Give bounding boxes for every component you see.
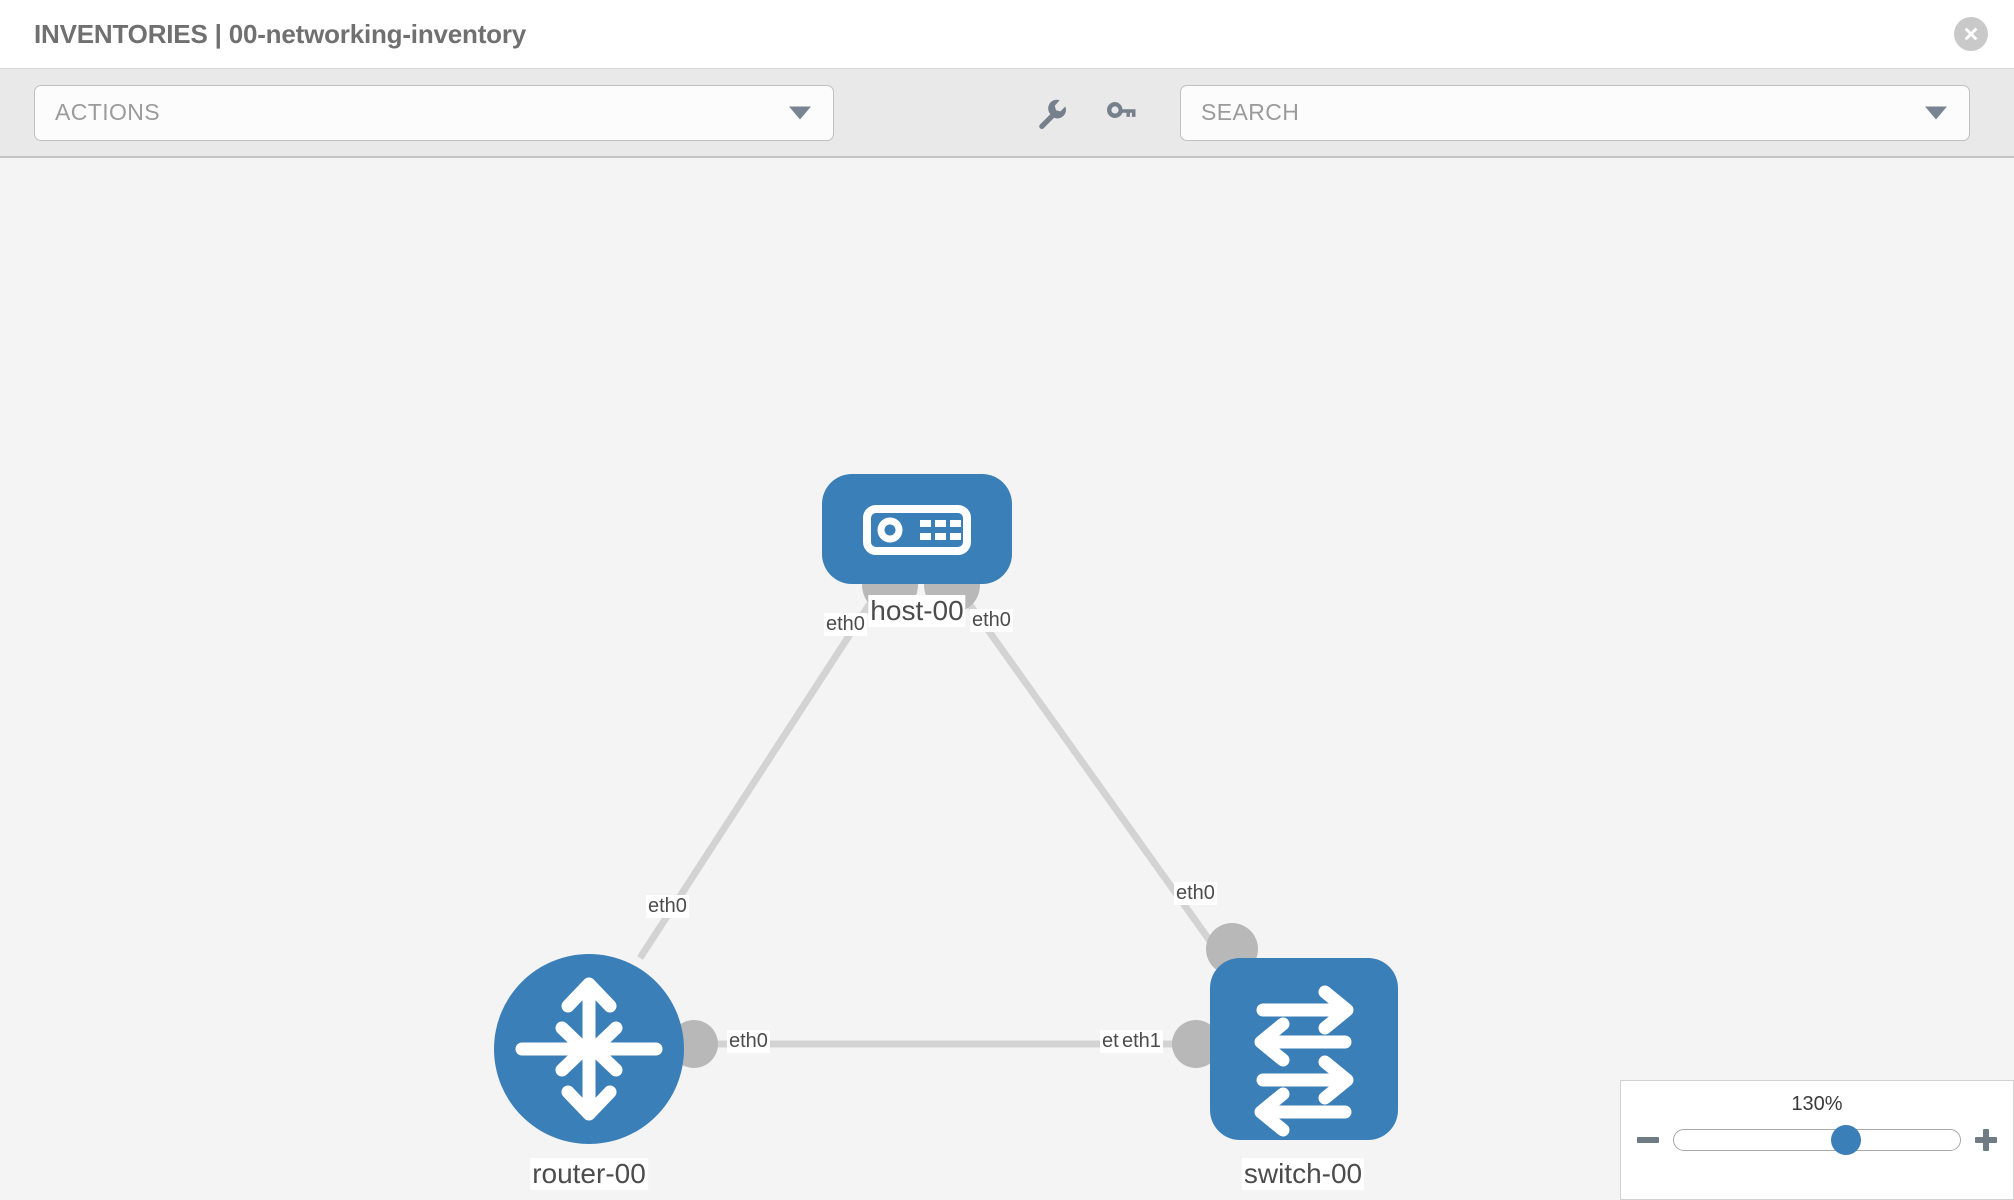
zoom-control-panel: 130%: [1620, 1080, 2014, 1200]
edge-label-host00-right: eth0: [970, 609, 1013, 632]
toolbar-icon-group: [1034, 96, 1138, 130]
key-icon[interactable]: [1104, 96, 1138, 130]
page-header: INVENTORIES | 00-networking-inventory: [0, 0, 2014, 69]
link-host00-switch00[interactable]: [955, 585, 1218, 951]
actions-dropdown[interactable]: ACTIONS: [34, 84, 834, 141]
close-icon: [1964, 27, 1978, 41]
server-icon: [863, 505, 971, 555]
close-button[interactable]: [1954, 17, 1988, 51]
topology-links: [637, 585, 1218, 1048]
zoom-in-button[interactable]: [1973, 1127, 1999, 1153]
search-field[interactable]: SEARCH: [1180, 84, 1970, 141]
search-placeholder: SEARCH: [1201, 99, 1300, 125]
node-label-switch-00: switch-00: [1241, 1158, 1365, 1191]
topology-node-switch-00[interactable]: [1210, 958, 1398, 1140]
zoom-out-button[interactable]: [1635, 1127, 1661, 1153]
stub-switch00-left[interactable]: [1172, 1020, 1220, 1068]
edge-label-switch00-eth1: eth1: [1120, 1030, 1163, 1053]
actions-dropdown-label: ACTIONS: [55, 99, 161, 125]
switch-arrows-icon: [1254, 985, 1354, 1137]
topology-node-host-00[interactable]: [822, 474, 1012, 584]
edge-label-router00-uplink: eth0: [646, 895, 689, 918]
router-arrows-icon: [515, 977, 663, 1121]
toolbar: ACTIONS SEARCH: [0, 69, 2014, 158]
page-title: INVENTORIES | 00-networking-inventory: [34, 18, 527, 49]
node-label-router-00: router-00: [530, 1158, 648, 1191]
zoom-percent-label: 130%: [1791, 1093, 1843, 1115]
zoom-slider-thumb[interactable]: [1830, 1125, 1861, 1155]
topology-node-router-00[interactable]: [494, 954, 684, 1144]
topology-connector-stubs: [670, 557, 1258, 1068]
edge-label-router00-eth0: eth0: [727, 1030, 770, 1053]
edge-label-host00-left: eth0: [824, 613, 867, 636]
chevron-down-icon: [789, 106, 811, 119]
zoom-slider-track[interactable]: [1673, 1125, 1961, 1155]
topology-canvas[interactable]: host-00 router-00 switch-00 eth0 eth0 et…: [0, 158, 2014, 1200]
wrench-icon[interactable]: [1034, 96, 1068, 130]
zoom-slider-row: [1621, 1125, 2013, 1155]
node-label-host-00: host-00: [868, 595, 966, 628]
chevron-down-icon[interactable]: [1925, 106, 1947, 119]
edge-label-switch00-uplink: eth0: [1174, 882, 1217, 905]
topology-graph: [494, 474, 1398, 1144]
